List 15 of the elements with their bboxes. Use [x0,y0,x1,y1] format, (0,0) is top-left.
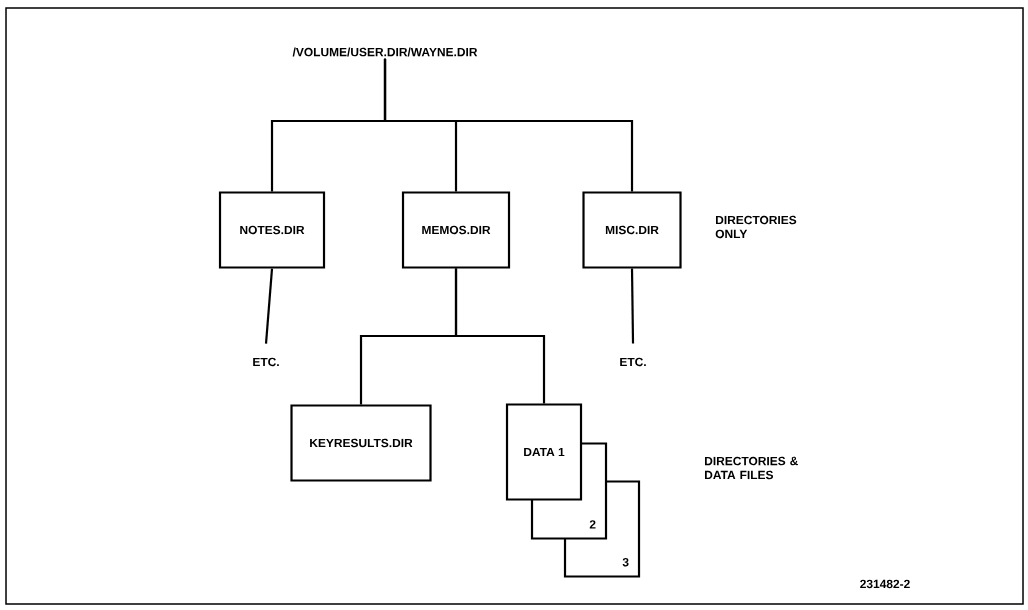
level-note: DIRECTORIES ONLY [715,215,797,239]
directory-box: KEYRESULTS.DIR [290,404,432,482]
directory-box: MISC.DIR [582,191,682,269]
connector-line [630,268,635,344]
connector-line [264,268,274,344]
path-text: /VOLUME/USER.DIR/WAYNE.DIR [292,47,478,57]
figure-number: 231482-2 [860,579,910,589]
directory-box: NOTES.DIR [218,191,326,269]
etc-text: ETC. [253,357,279,367]
directory-box: MEMOS.DIR [401,191,511,269]
connector-line [383,58,634,192]
connector-line [454,268,546,404]
file-page: DATA 1 [505,403,583,501]
level-note: DIRECTORIES & DATA FILES [705,456,798,480]
etc-text: ETC. [620,357,646,367]
